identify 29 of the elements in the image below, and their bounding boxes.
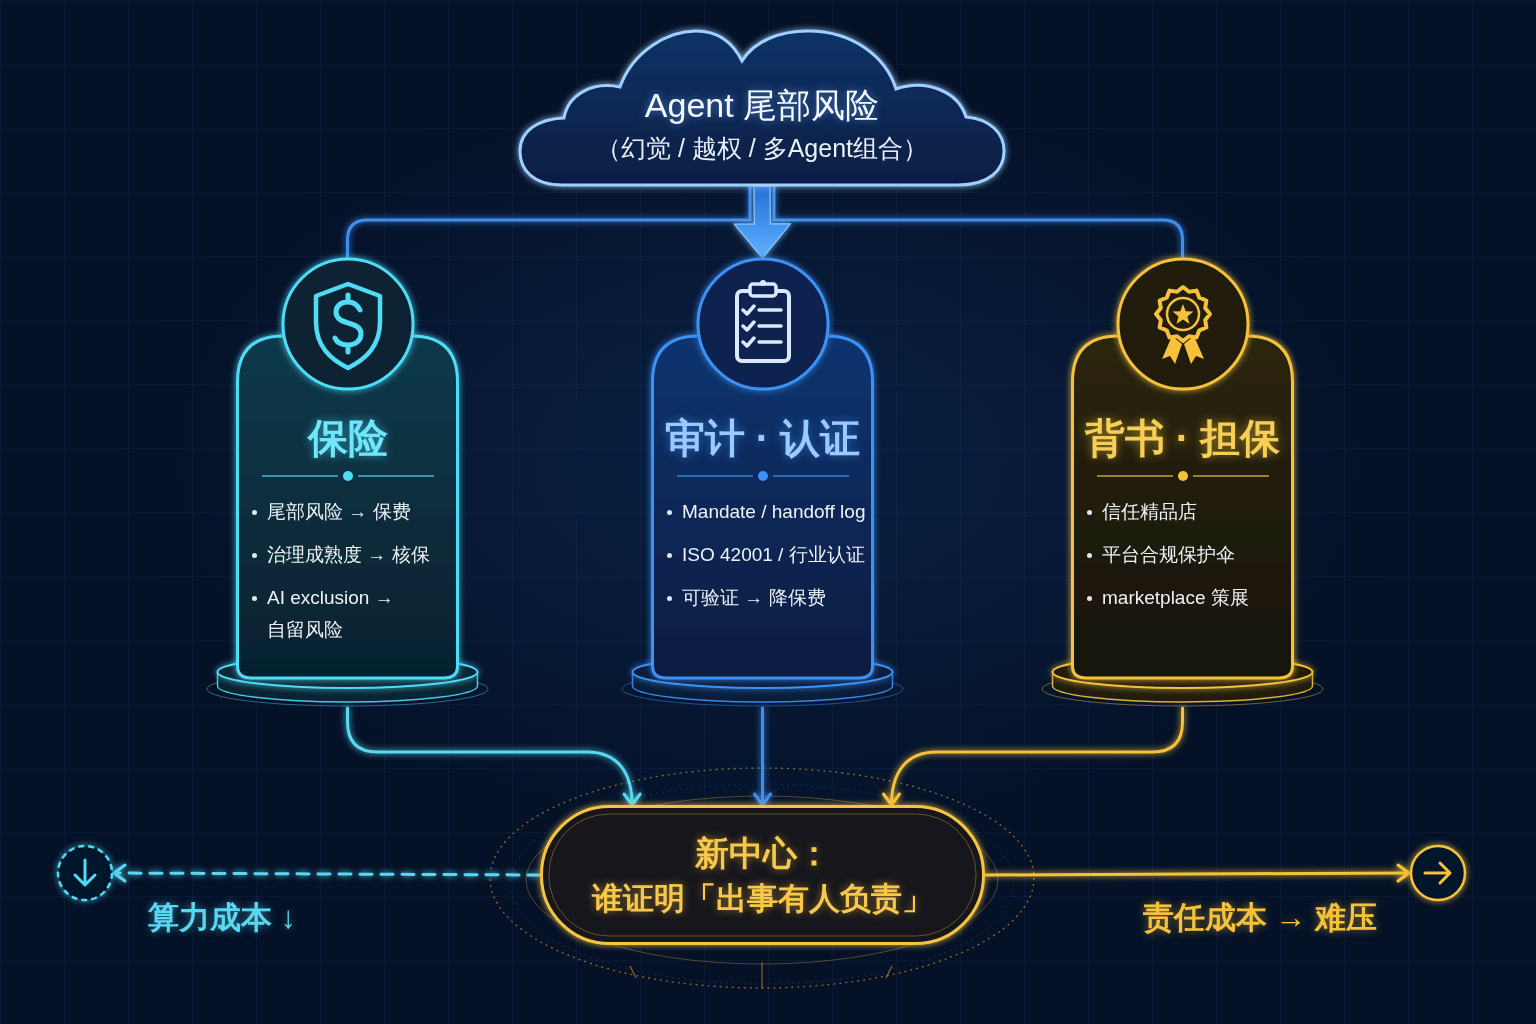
bullet-item: marketplace 策展 (1084, 582, 1249, 614)
pillar-card (620, 258, 905, 708)
pillar-card (205, 258, 490, 708)
bullet-item: 尾部风险 → 保费 (249, 496, 411, 528)
card-title: 保险 (307, 415, 388, 462)
bullet-item: 治理成熟度 → 核保 (249, 539, 430, 571)
bullet-item: 可验证 → 降保费 (664, 582, 826, 614)
bullet-item: 平台合规保护伞 (1084, 539, 1235, 571)
arrow (882, 706, 1184, 807)
bullet-item: ISO 42001 / 行业认证 (664, 539, 865, 571)
heading: Agent 尾部风险 (644, 85, 880, 126)
subheading: 谁证明「出事有人负责」 (592, 880, 933, 918)
pillar-card (1040, 258, 1325, 708)
card-title: 审计 · 认证 (664, 415, 861, 462)
heading: 新中心： (694, 833, 831, 873)
dashed-arrow (112, 863, 542, 883)
bullet-item: 信任精品店 (1084, 496, 1197, 528)
block-arrow (733, 185, 792, 259)
bullet-item: AI exclusion → 自留风险 (249, 582, 472, 646)
bullet-item: Mandate / handoff log (664, 496, 866, 528)
arrow (346, 706, 642, 807)
pill-box (540, 805, 985, 945)
arrow (983, 863, 1411, 883)
subheading: （幻觉 / 越权 / 多Agent组合） (596, 133, 928, 164)
cloud (518, 28, 1006, 186)
arrow (753, 706, 772, 807)
edge-label: 算力成本 ↓ (148, 899, 297, 937)
card-title: 背书 · 担保 (1084, 415, 1281, 462)
edge-label: 责任成本 → 难压 (1143, 899, 1378, 937)
